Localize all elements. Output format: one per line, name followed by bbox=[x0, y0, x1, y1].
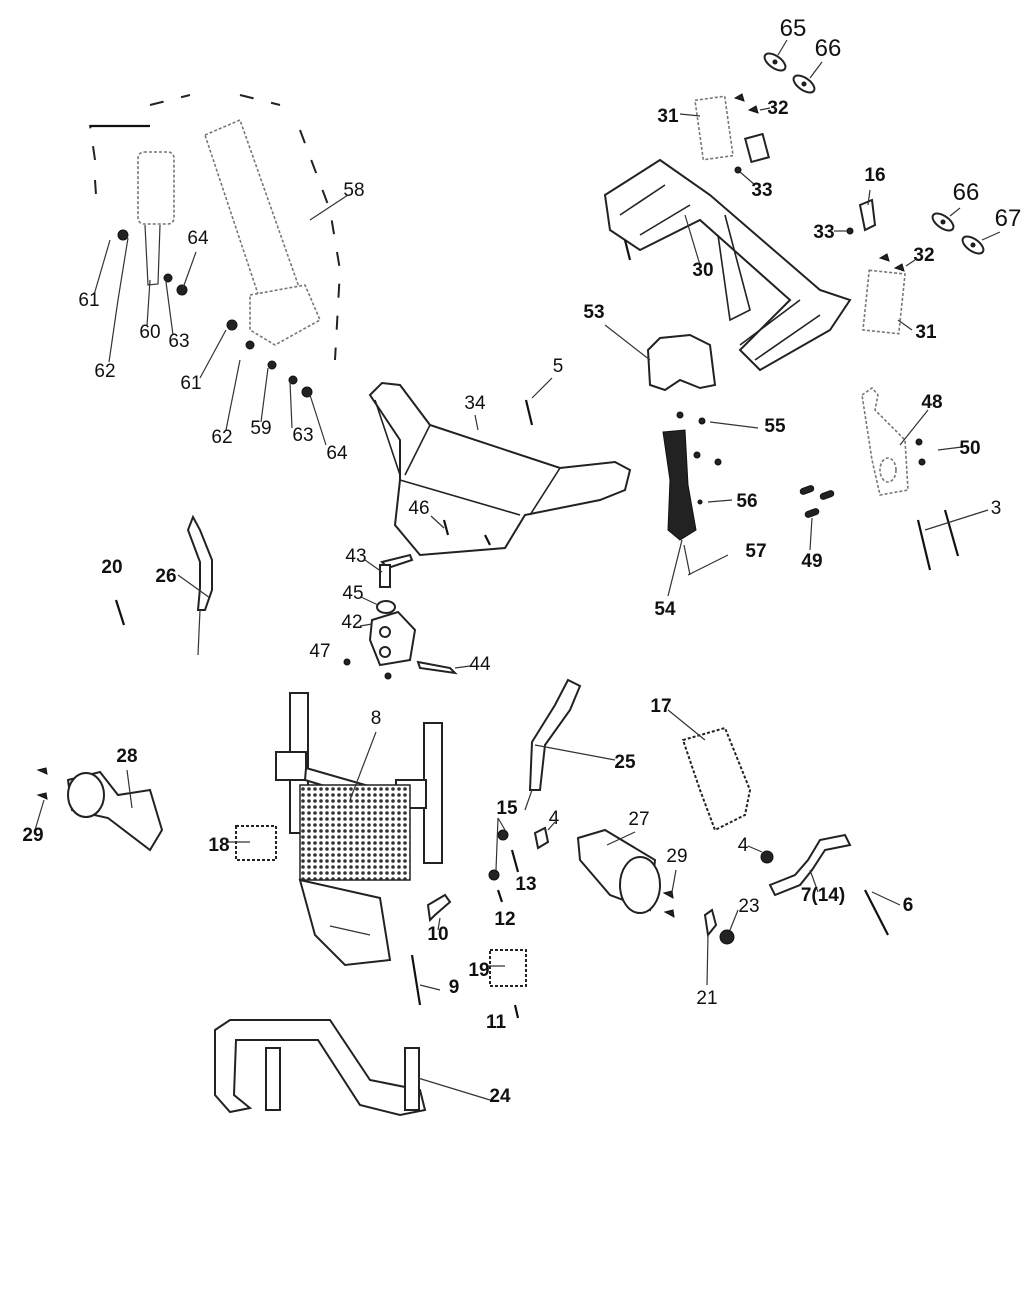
rear-bracket-hardware bbox=[799, 386, 989, 571]
callout-45: 45 bbox=[342, 583, 363, 604]
callout-34: 34 bbox=[464, 393, 486, 414]
callout-55: 55 bbox=[764, 416, 786, 437]
leader-58 bbox=[309, 194, 349, 221]
callout-56: 56 bbox=[736, 491, 757, 512]
callout-54: 54 bbox=[654, 599, 676, 620]
seat-harness-assembly bbox=[89, 94, 349, 446]
callout-62: 62 bbox=[211, 427, 232, 448]
callout-49: 49 bbox=[801, 551, 822, 572]
callout-18: 18 bbox=[208, 835, 229, 856]
callout-3: 3 bbox=[991, 498, 1002, 519]
right-harness-parts bbox=[667, 709, 901, 986]
callout-30: 30 bbox=[692, 260, 713, 281]
callout-27: 27 bbox=[628, 809, 649, 830]
callout-63: 63 bbox=[168, 331, 189, 352]
rear-rack-assembly bbox=[603, 39, 1001, 372]
callout-25: 25 bbox=[614, 752, 636, 773]
callout-7-14: 7(14) bbox=[801, 885, 845, 906]
callout-32: 32 bbox=[767, 98, 788, 119]
callout-59: 59 bbox=[250, 418, 271, 439]
seat-and-bracket bbox=[604, 324, 759, 597]
left-side-parts bbox=[34, 514, 213, 852]
callout-24: 24 bbox=[489, 1086, 511, 1107]
callout-12: 12 bbox=[494, 909, 515, 930]
callout-13: 13 bbox=[515, 874, 536, 895]
callout-66: 66 bbox=[953, 179, 980, 206]
callout-10: 10 bbox=[427, 924, 448, 945]
front-bumper-frame bbox=[343, 377, 632, 680]
callout-60: 60 bbox=[139, 322, 160, 343]
callout-67: 67 bbox=[995, 205, 1022, 232]
callout-63: 63 bbox=[292, 425, 313, 446]
callout-31: 31 bbox=[657, 106, 679, 127]
callout-61: 61 bbox=[78, 290, 99, 311]
callout-64: 64 bbox=[326, 443, 348, 464]
callout-23: 23 bbox=[738, 896, 759, 917]
callout-44: 44 bbox=[469, 654, 491, 675]
front-grille-guard bbox=[214, 692, 491, 1117]
callout-6: 6 bbox=[903, 895, 914, 916]
callout-29: 29 bbox=[22, 825, 43, 846]
callout-26: 26 bbox=[155, 566, 176, 587]
callout-53: 53 bbox=[583, 302, 604, 323]
callout-48: 48 bbox=[921, 392, 942, 413]
callout-47: 47 bbox=[309, 641, 330, 662]
callout-58: 58 bbox=[343, 180, 364, 201]
callout-57: 57 bbox=[745, 541, 766, 562]
callout-64: 64 bbox=[187, 228, 209, 249]
callout-20: 20 bbox=[101, 557, 122, 578]
callout-33: 33 bbox=[751, 180, 772, 201]
callout-17: 17 bbox=[650, 696, 671, 717]
callout-32: 32 bbox=[913, 245, 934, 266]
callout-50: 50 bbox=[959, 438, 980, 459]
callout-9: 9 bbox=[449, 977, 460, 998]
callout-28: 28 bbox=[116, 746, 137, 767]
callout-15: 15 bbox=[496, 798, 518, 819]
callout-65: 65 bbox=[780, 15, 807, 42]
callout-4: 4 bbox=[549, 808, 560, 829]
callout-62: 62 bbox=[94, 361, 115, 382]
callout-4: 4 bbox=[738, 835, 749, 856]
callout-66: 66 bbox=[815, 35, 842, 62]
callout-31: 31 bbox=[915, 322, 937, 343]
callout-11: 11 bbox=[486, 1012, 507, 1033]
callout-33: 33 bbox=[813, 222, 834, 243]
callout-19: 19 bbox=[468, 960, 489, 981]
callout-21: 21 bbox=[696, 988, 717, 1009]
callout-43: 43 bbox=[345, 546, 366, 567]
callout-16: 16 bbox=[864, 165, 885, 186]
callout-8: 8 bbox=[371, 708, 382, 729]
callout-61: 61 bbox=[180, 373, 201, 394]
center-fittings bbox=[410, 678, 677, 1019]
callout-46: 46 bbox=[408, 498, 429, 519]
callout-42: 42 bbox=[341, 612, 362, 633]
callout-5: 5 bbox=[553, 356, 564, 377]
callout-29: 29 bbox=[666, 846, 687, 867]
